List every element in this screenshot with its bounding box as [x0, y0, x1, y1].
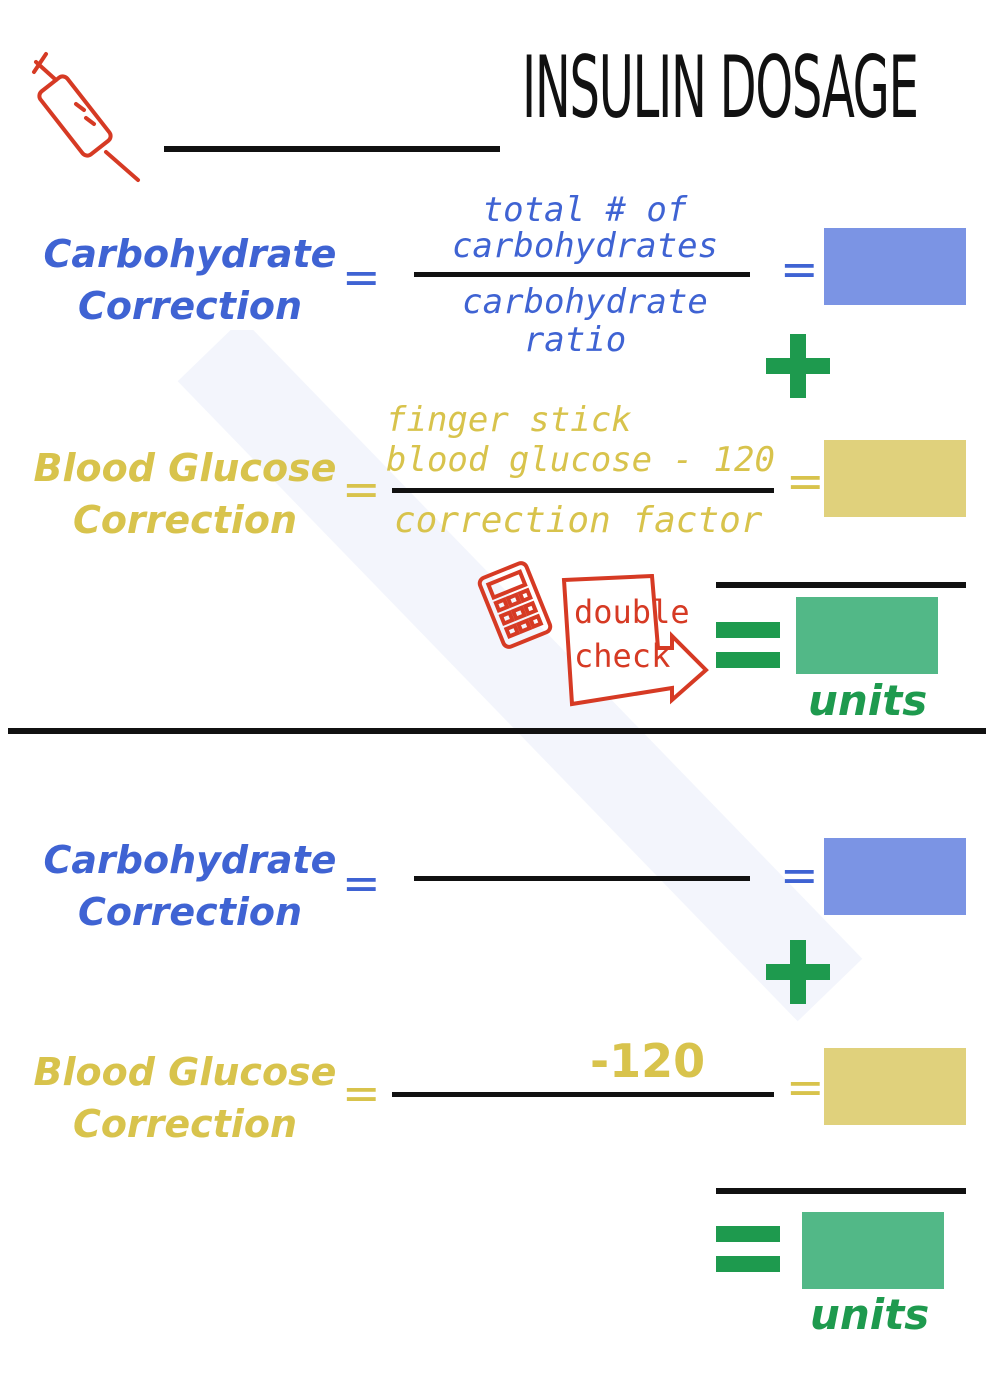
equals-sign: =	[342, 250, 381, 304]
watermark-graphic	[177, 330, 863, 1022]
carb-correction-label: Carbohydrate Correction	[40, 834, 340, 938]
bg-label-line2: Correction	[72, 498, 298, 542]
bg-label-line1: Blood Glucose	[33, 446, 337, 490]
equals-large-icon	[716, 1226, 780, 1272]
syringe-icon	[32, 52, 140, 182]
page-title: INSULIN DOSAGE	[522, 38, 919, 138]
equals-sign: =	[786, 454, 825, 508]
double-check-line2: check	[574, 637, 671, 675]
minus-120-text: -120	[590, 1034, 706, 1088]
equals-sign: =	[786, 1060, 825, 1114]
bg-fraction-bar[interactable]	[392, 1092, 774, 1097]
carb-fraction-bar[interactable]	[414, 876, 750, 881]
carb-answer-box[interactable]	[824, 838, 966, 915]
carb-label-line1: Carbohydrate	[43, 838, 337, 882]
plus-icon	[766, 334, 830, 398]
carb-answer-box[interactable]	[824, 228, 966, 305]
section-divider	[8, 728, 986, 734]
sum-line	[716, 1188, 966, 1194]
total-units-box[interactable]	[802, 1212, 944, 1289]
carb-label-line1: Carbohydrate	[43, 232, 337, 276]
carb-label-line2: Correction	[77, 890, 303, 934]
carb-numerator: total # of carbohydrates	[420, 192, 750, 264]
bg-label-line1: Blood Glucose	[33, 1050, 337, 1094]
bg-numerator-line2: blood glucose - 120	[386, 440, 775, 480]
calculator-icon	[477, 561, 553, 649]
bg-answer-box[interactable]	[824, 1048, 966, 1125]
bg-numerator-line1: finger stick	[386, 400, 632, 440]
equals-sign: =	[342, 856, 381, 910]
carb-numerator-line2: carbohydrates	[451, 226, 719, 266]
equals-large-icon	[716, 622, 780, 668]
equals-sign: =	[342, 462, 381, 516]
carb-fraction-bar	[414, 272, 750, 277]
sum-line	[716, 582, 966, 588]
bg-numerator: finger stick blood glucose - 120	[386, 400, 786, 480]
carb-numerator-line1: total # of	[482, 190, 688, 230]
bg-correction-label: Blood Glucose Correction	[30, 1046, 340, 1150]
bg-answer-box[interactable]	[824, 440, 966, 517]
carb-denominator: carbohydrate ratio	[420, 283, 750, 359]
bg-denominator: correction factor	[394, 500, 763, 541]
bg-label-line2: Correction	[72, 1102, 298, 1146]
equals-sign: =	[780, 242, 819, 296]
total-units-box[interactable]	[796, 597, 938, 674]
bg-correction-label: Blood Glucose Correction	[30, 442, 340, 546]
bg-fraction-bar	[392, 488, 774, 493]
equals-sign: =	[342, 1066, 381, 1120]
units-label: units	[808, 676, 928, 725]
double-check-arrow-icon	[561, 574, 709, 707]
units-label: units	[810, 1290, 930, 1339]
carb-denominator-line1: carbohydrate	[462, 282, 708, 322]
equals-sign: =	[780, 848, 819, 902]
double-check-text: double check	[574, 590, 690, 678]
carb-correction-label: Carbohydrate Correction	[40, 228, 340, 332]
carb-label-line2: Correction	[77, 284, 303, 328]
carb-denominator-line2: ratio	[523, 320, 627, 360]
name-blank-line[interactable]	[164, 146, 500, 152]
double-check-line1: double	[574, 593, 690, 631]
plus-icon	[766, 940, 830, 1004]
